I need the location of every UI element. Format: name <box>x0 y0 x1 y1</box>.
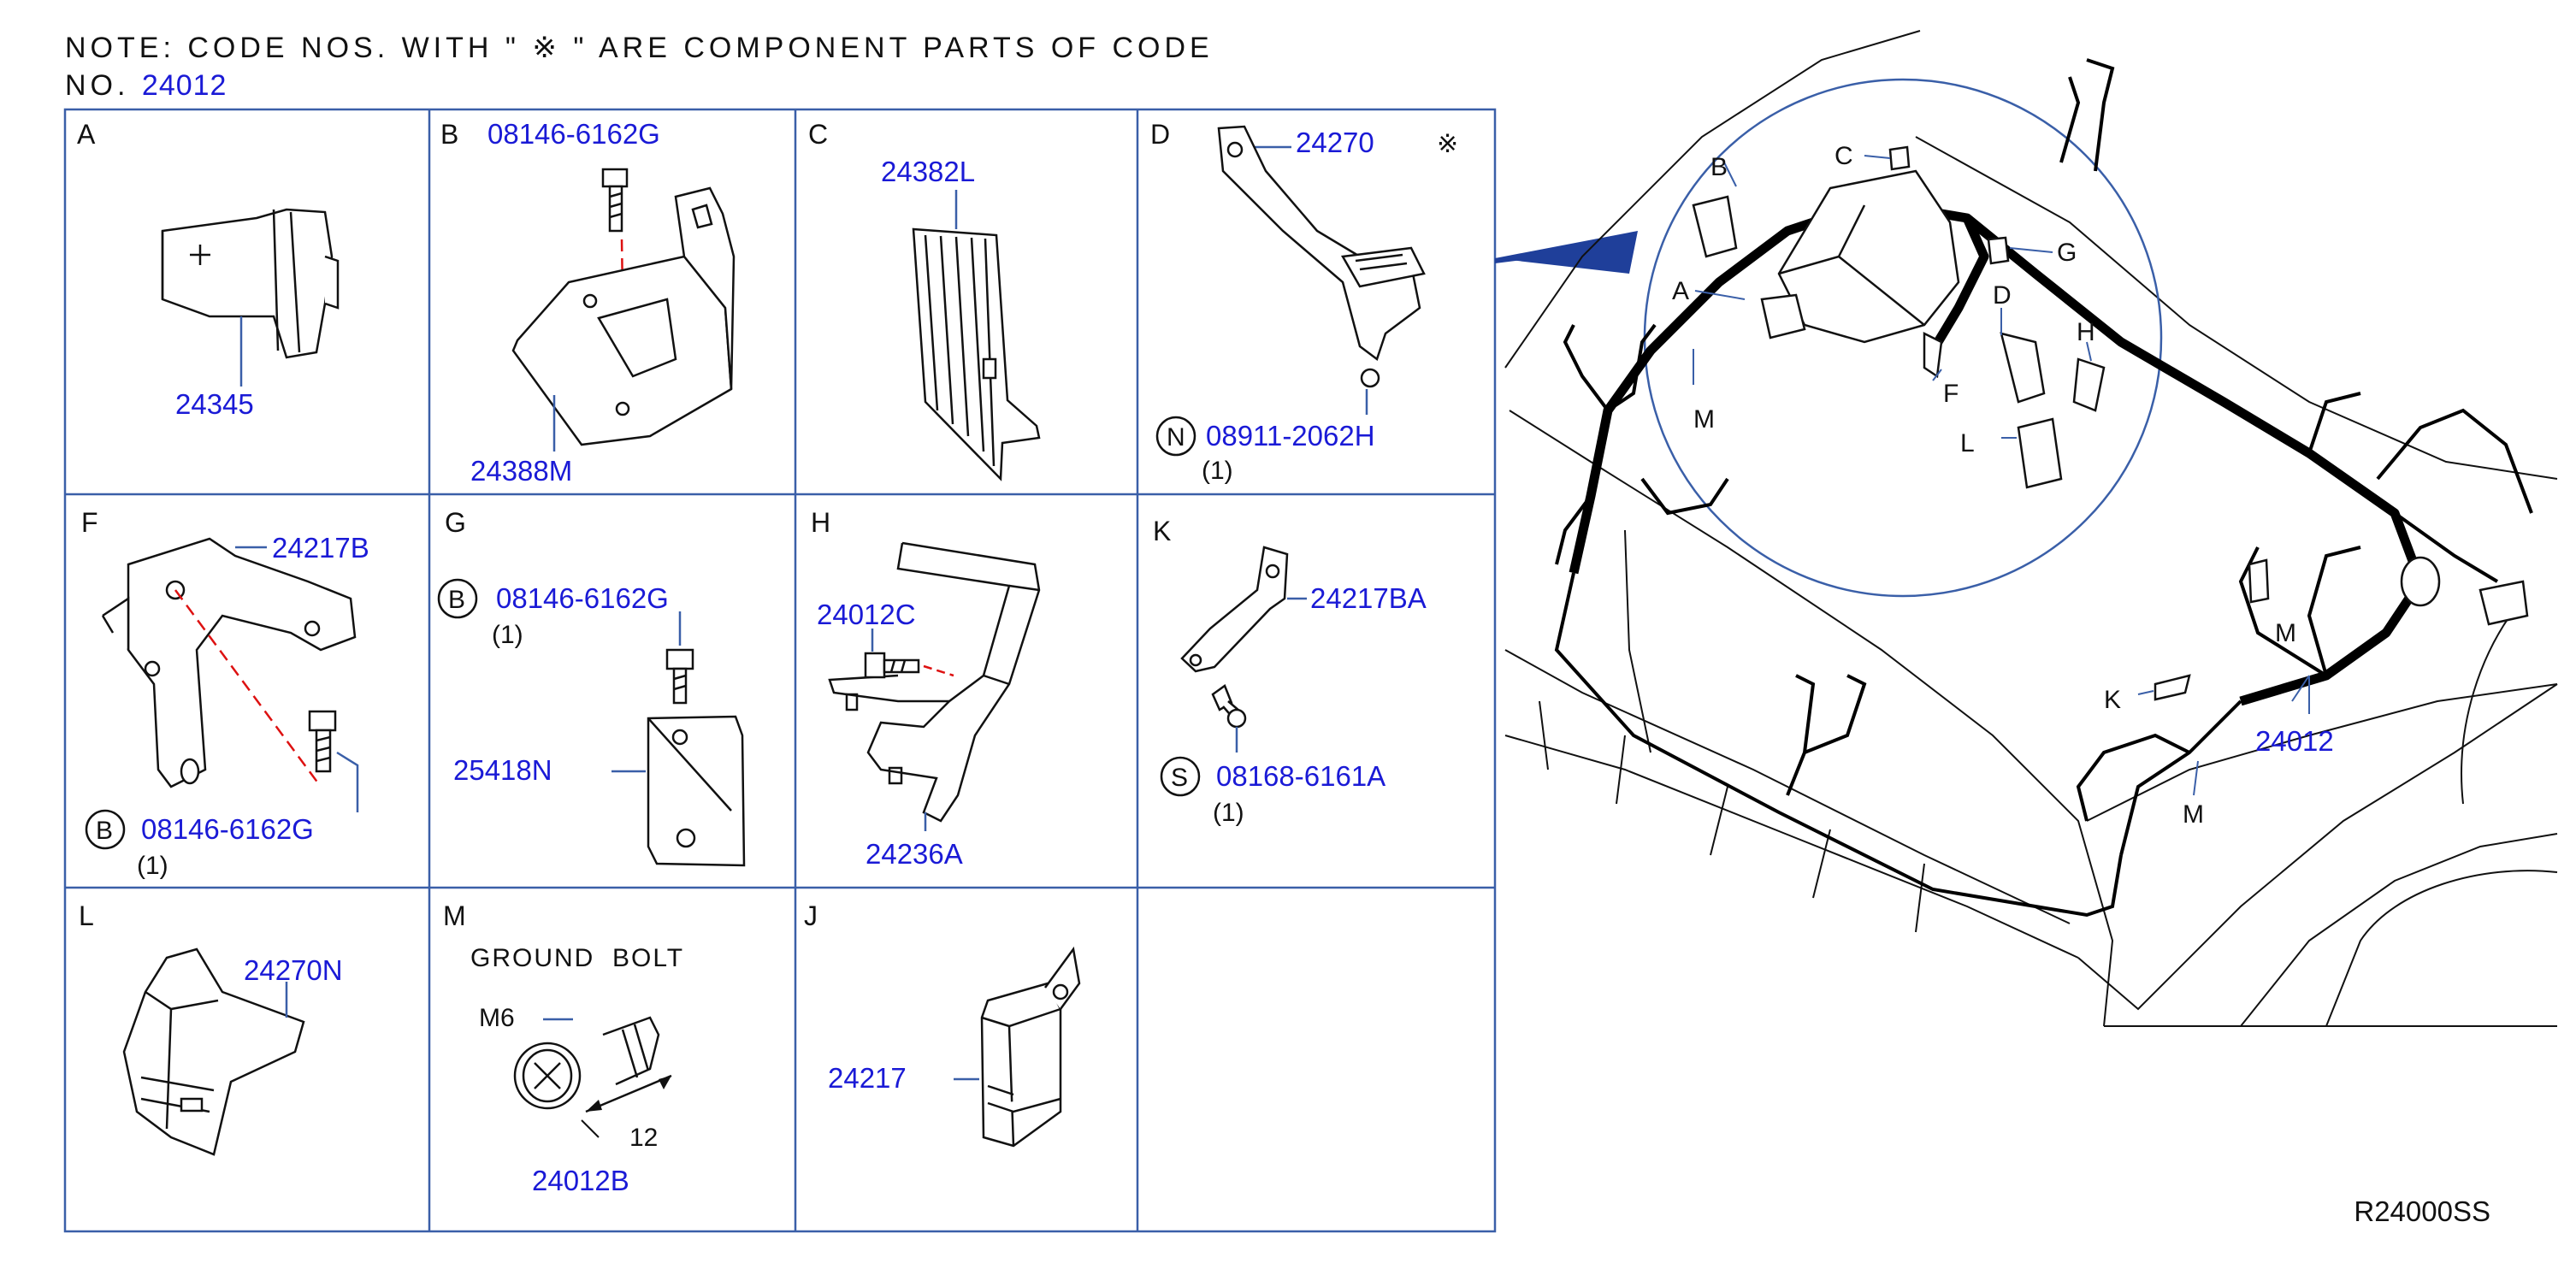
cell-letter-d: D <box>1150 119 1170 150</box>
relay-drawing-24217 <box>980 946 1081 1148</box>
cell-f: F 24217B B 08146-6162G (1) <box>81 507 369 880</box>
part-number-24012c: 24012C <box>817 599 916 630</box>
callout-m-1: M <box>1693 405 1715 434</box>
callout-l: L <box>1960 429 1975 457</box>
bolt-drawing-h <box>864 652 920 679</box>
bracket-drawing-25418n <box>647 715 746 867</box>
circle-marker-n <box>1155 416 1196 457</box>
cell-letter-m: M <box>443 900 466 931</box>
part-number-08168-6161a: 08168-6161A <box>1216 760 1385 792</box>
note-code: 24012 <box>141 69 227 102</box>
component-mark: ※ <box>1437 130 1458 158</box>
callout-k: K <box>2104 686 2121 714</box>
callout-m-3: M <box>2183 800 2204 829</box>
cell-letter-l: L <box>79 900 94 931</box>
part-number-24236a: 24236A <box>866 838 963 870</box>
quantity-d: (1) <box>1202 457 1233 485</box>
part-number-24270: 24270 <box>1296 127 1374 158</box>
circle-letter-b-g: B <box>448 586 465 614</box>
circle-marker-s <box>1160 756 1201 797</box>
bracket-drawing-24217b <box>101 537 357 788</box>
vehicle-body-lines <box>1504 30 2558 1027</box>
cell-h: H 24012C 24236A <box>811 507 1041 870</box>
cell-j: J 24217 <box>804 900 1081 1148</box>
cell-letter-c: C <box>808 119 828 150</box>
cell-d: D 24270 ※ N 08911-2062H (1) <box>1150 119 1458 485</box>
ground-bolt-drawing <box>513 1016 660 1110</box>
bracket-drawing-24270n <box>122 947 305 1156</box>
cell-letter-j: J <box>804 900 818 931</box>
callout-g: G <box>2057 239 2077 267</box>
circle-letter-n: N <box>1167 423 1185 452</box>
bolt-drawing-f <box>308 710 337 773</box>
cell-a: A 24345 <box>77 119 340 420</box>
note-line-2: NO. 24012 <box>65 67 1214 104</box>
cell-letter-g: G <box>445 507 466 538</box>
cell-c: C 24382L <box>808 119 1041 481</box>
cell-letter-k: K <box>1153 516 1171 546</box>
bolt-drawing-b <box>601 168 629 233</box>
cell-g: G B 08146-6162G (1) 25418N <box>437 507 746 867</box>
overview-components <box>1692 145 2529 701</box>
part-number-08146-6162g-b: 08146-6162G <box>487 118 660 150</box>
bolt-drawing-k <box>1211 684 1247 729</box>
part-number-24382l: 24382L <box>881 156 975 187</box>
callout-d: D <box>1993 281 2012 310</box>
bracket-drawing-24236a <box>828 541 1041 823</box>
bolt-size: M6 <box>479 1004 515 1032</box>
diagram-reference: R24000SS <box>2354 1195 2490 1227</box>
part-number-24388m: 24388M <box>470 455 572 487</box>
part-number-24217: 24217 <box>828 1062 907 1094</box>
circle-marker-b-f <box>85 809 126 850</box>
cell-letter-f: F <box>81 507 98 538</box>
bracket-drawing-24388m <box>511 186 736 446</box>
bolt-length: 12 <box>629 1124 658 1152</box>
bracket-drawing-24217ba <box>1180 546 1289 673</box>
cell-k: K 24217BA S 08168-6161A (1) <box>1153 516 1427 827</box>
cell-l: L 24270N <box>79 900 343 1156</box>
part-number-24270n: 24270N <box>244 954 343 986</box>
panel-drawing-24382l <box>912 227 1041 481</box>
note-line-1: NOTE: CODE NOS. WITH " ※ " ARE COMPONENT… <box>65 32 1214 64</box>
overview-callout-lines <box>1693 155 2310 796</box>
circle-marker-b-g <box>437 578 478 619</box>
quantity-f: (1) <box>137 852 168 880</box>
callout-h: H <box>2077 318 2095 346</box>
note-no-prefix: NO. <box>65 69 130 102</box>
main-part-number-24012: 24012 <box>2255 725 2334 757</box>
part-number-08146-6162g-f: 08146-6162G <box>141 813 314 845</box>
circle-letter-s: S <box>1171 764 1188 792</box>
cell-letter-a: A <box>77 119 96 150</box>
quantity-g: (1) <box>492 621 523 649</box>
part-number-25418n: 25418N <box>453 754 552 786</box>
bolt-drawing-g <box>665 648 694 705</box>
callout-c: C <box>1835 142 1853 170</box>
branch-wires <box>1554 58 2533 918</box>
part-number-08911-2062h: 08911-2062H <box>1206 420 1375 452</box>
part-number-24345: 24345 <box>175 388 254 420</box>
cell-b: B 08146-6162G 24388M <box>440 118 736 487</box>
engine-bay-overview: B C A G D F H L M K M M 24012 <box>1495 30 2558 1027</box>
callout-f: F <box>1943 380 1959 408</box>
cell-m: M GROUND BOLT M6 12 24012B <box>443 900 684 1196</box>
note-text: NOTE: CODE NOS. WITH " ※ " ARE COMPONENT… <box>65 29 1214 104</box>
part-number-24217b: 24217B <box>272 532 369 564</box>
part-number-24012b: 24012B <box>532 1165 629 1196</box>
overview-callouts: B C A G D F H L M K M M 24012 <box>1672 142 2334 829</box>
part-drawing-24345 <box>161 208 340 359</box>
part-number-08146-6162g-g: 08146-6162G <box>496 582 669 614</box>
callout-a: A <box>1672 277 1689 305</box>
cell-letter-h: H <box>811 507 830 538</box>
cell-letter-b: B <box>440 119 458 150</box>
ground-bolt-title: GROUND BOLT <box>470 944 684 972</box>
quantity-k: (1) <box>1213 799 1244 827</box>
circle-letter-b-f: B <box>96 817 113 845</box>
bracket-drawing-24270 <box>1217 125 1426 388</box>
part-number-24217ba: 24217BA <box>1310 582 1427 614</box>
callout-b: B <box>1710 153 1728 181</box>
parts-grid <box>63 108 1497 1233</box>
callout-m-2: M <box>2275 619 2296 647</box>
